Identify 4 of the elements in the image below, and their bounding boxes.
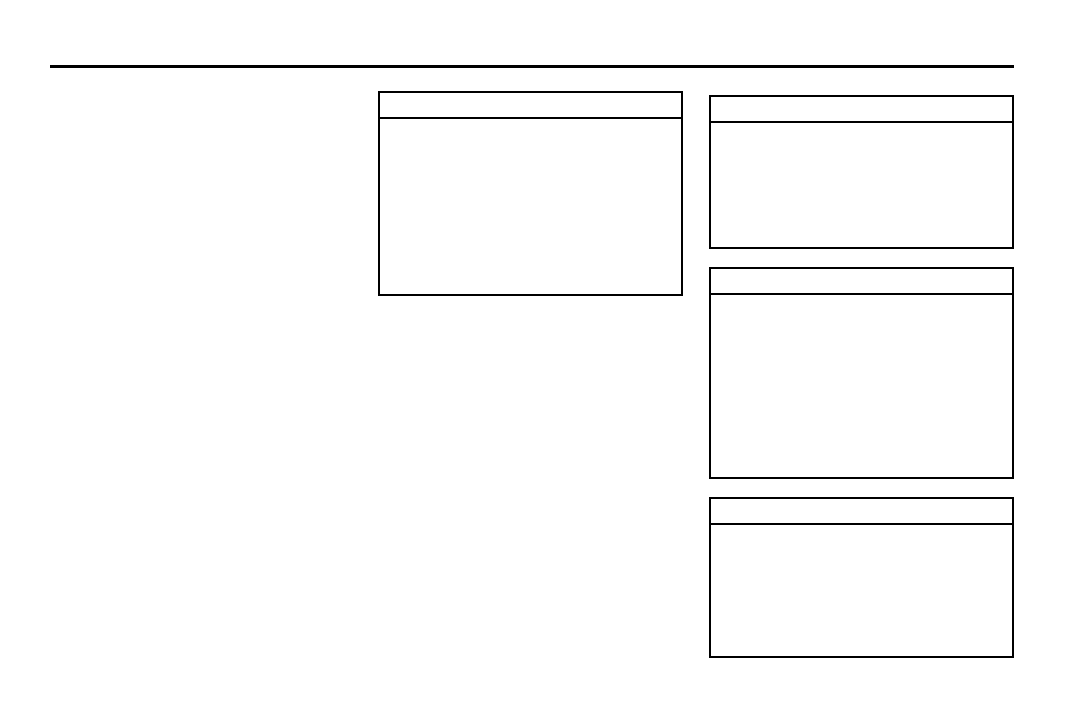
empty-panel [709, 95, 1014, 249]
empty-panel [378, 91, 683, 296]
empty-panel [709, 267, 1014, 479]
empty-panel [709, 497, 1014, 658]
